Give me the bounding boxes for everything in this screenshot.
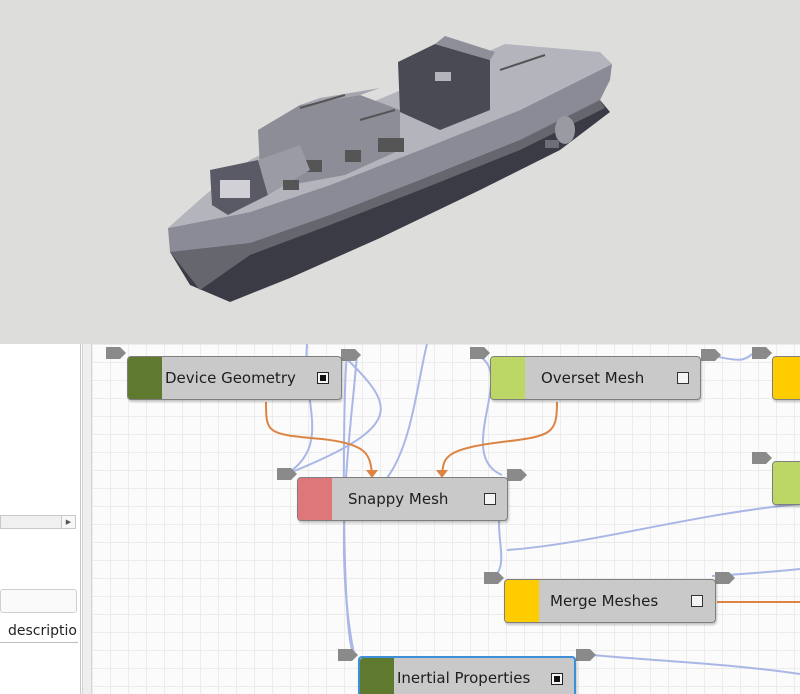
node-color-swatch: [505, 580, 539, 622]
data-wire: [441, 401, 558, 475]
flow-wire: [471, 353, 503, 476]
node-overset-mesh[interactable]: Overset Mesh: [490, 356, 701, 400]
node-label: Overset Mesh: [541, 369, 645, 387]
node-label: Inertial Properties: [397, 669, 531, 687]
input-port[interactable]: [277, 468, 297, 480]
header-divider: [0, 642, 78, 643]
input-port[interactable]: [752, 452, 772, 464]
input-port[interactable]: [484, 572, 504, 584]
horizontal-scrollbar[interactable]: ▶: [0, 515, 76, 529]
flow-wire: [591, 654, 800, 675]
node-snappy-mesh[interactable]: Snappy Mesh: [297, 477, 508, 521]
node-label: Snappy Mesh: [348, 490, 449, 508]
flow-wire: [386, 344, 428, 479]
output-port[interactable]: [576, 649, 596, 661]
input-port[interactable]: [752, 347, 772, 359]
description-column-header[interactable]: descriptio: [8, 623, 77, 639]
node-color-swatch: [128, 357, 162, 399]
flow-wire: [506, 503, 800, 551]
input-port[interactable]: [106, 347, 126, 359]
enable-checkbox[interactable]: [317, 372, 329, 384]
output-port[interactable]: [341, 349, 361, 361]
panel-splitter[interactable]: [82, 344, 92, 694]
enable-checkbox[interactable]: [691, 595, 703, 607]
boat-model: [168, 36, 612, 302]
node-offscreen-2[interactable]: [772, 461, 800, 505]
node-inertial-properties[interactable]: Inertial Properties: [358, 656, 576, 694]
3d-viewport[interactable]: [0, 0, 800, 344]
output-port[interactable]: [507, 469, 527, 481]
input-port[interactable]: [470, 347, 490, 359]
panel-divider: [80, 344, 81, 694]
enable-checkbox[interactable]: [677, 372, 689, 384]
node-color-swatch: [298, 478, 332, 520]
node-device-geometry[interactable]: Device Geometry: [127, 356, 342, 400]
input-port[interactable]: [338, 649, 358, 661]
node-color-swatch: [773, 357, 800, 399]
data-wire: [265, 401, 373, 475]
node-label: Device Geometry: [165, 369, 296, 387]
filter-input[interactable]: [0, 589, 77, 613]
enable-checkbox[interactable]: [484, 493, 496, 505]
node-merge-meshes[interactable]: Merge Meshes: [504, 579, 716, 623]
node-color-swatch: [360, 658, 394, 694]
output-port[interactable]: [701, 349, 721, 361]
node-graph-canvas[interactable]: Device Geometry Overset Mesh Snappy Mesh…: [92, 344, 800, 694]
enable-checkbox[interactable]: [551, 673, 563, 685]
scroll-right-icon[interactable]: ▶: [61, 516, 75, 528]
node-offscreen-1[interactable]: [772, 356, 800, 400]
node-color-swatch: [491, 357, 525, 399]
node-color-swatch: [773, 462, 800, 504]
left-panel: ▶ descriptio: [0, 344, 82, 694]
flow-wire: [286, 353, 382, 475]
node-label: Merge Meshes: [550, 592, 659, 610]
output-port[interactable]: [715, 572, 735, 584]
